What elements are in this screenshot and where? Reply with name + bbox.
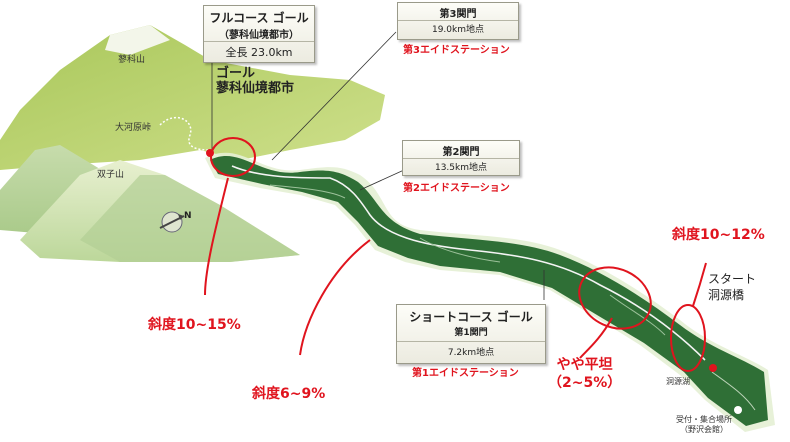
gate1-title: ショートコース ゴール	[409, 310, 533, 324]
grade-label-goal-section: 斜度10~15%	[148, 317, 241, 333]
gate1-aid-station: 第1エイドステーション	[412, 368, 519, 379]
goal-callout: フルコース ゴール （蓼科仙境都市） 全長 23.0km	[203, 5, 315, 63]
mountain-label-futago: 双子山	[97, 170, 125, 180]
goal-callout-distance: 全長 23.0km	[204, 41, 314, 60]
gate2-title: 第2関門	[442, 147, 480, 158]
tateshina-mountain	[0, 25, 385, 170]
grade-label-start-section: 斜度10~12%	[672, 227, 765, 243]
pass-label-okawara: 大河原峠	[115, 123, 152, 133]
grade-highlights	[204, 137, 707, 372]
grade-label-middle-section: 斜度6~9%	[252, 386, 326, 402]
goal-label-line2: 蓼科仙境都市	[216, 81, 295, 96]
gate3-callout: 第3関門 19.0km地点	[397, 2, 519, 40]
foothill-shade	[80, 175, 300, 262]
course-forest	[205, 152, 775, 432]
gate3-aid-station: 第3エイドステーション	[403, 45, 510, 56]
gate1-distance: 7.2km地点	[397, 341, 545, 358]
goal-callout-title: フルコース ゴール	[209, 11, 309, 25]
reception-label: 受付・集合場所 （野沢会館）	[676, 415, 732, 435]
goal-label-line1: ゴール	[216, 66, 256, 81]
start-label-line1: スタート	[708, 272, 757, 286]
lake-label: 洞源湖	[666, 377, 690, 386]
pass-trail	[159, 116, 211, 151]
start-marker	[709, 364, 717, 372]
gate1-callout: ショートコース ゴール 第1関門 7.2km地点	[396, 304, 546, 364]
gate3-distance: 19.0km地点	[398, 20, 518, 35]
goal-label: ゴール 蓼科仙境都市	[216, 66, 294, 96]
grade-flat-line1: やや平坦	[556, 357, 613, 373]
reception-line1: 受付・集合場所	[676, 415, 732, 424]
mountain-label-tateshina: 蓼科山	[118, 55, 146, 65]
start-label: スタート 洞源橋	[708, 271, 756, 303]
terrain	[0, 25, 385, 262]
reception-line2: （野沢会館）	[680, 425, 728, 434]
gate3-title: 第3関門	[439, 9, 477, 20]
compass-icon	[159, 211, 185, 233]
reception-marker	[734, 406, 742, 414]
goal-callout-subtitle: （蓼科仙境都市）	[219, 30, 299, 41]
snow-peak	[105, 25, 170, 55]
grade-flat-line2: （2~5%）	[548, 375, 622, 391]
gate2-callout: 第2関門 13.5km地点	[402, 140, 520, 176]
gate2-distance: 13.5km地点	[403, 158, 519, 173]
start-label-line2: 洞源橋	[708, 288, 745, 302]
gate1-subtitle: 第1関門	[454, 328, 488, 338]
grade-label-flat-section: やや平坦 （2~5%）	[548, 356, 621, 392]
gate2-aid-station: 第2エイドステーション	[403, 183, 510, 194]
compass-north-letter: N	[184, 211, 192, 221]
